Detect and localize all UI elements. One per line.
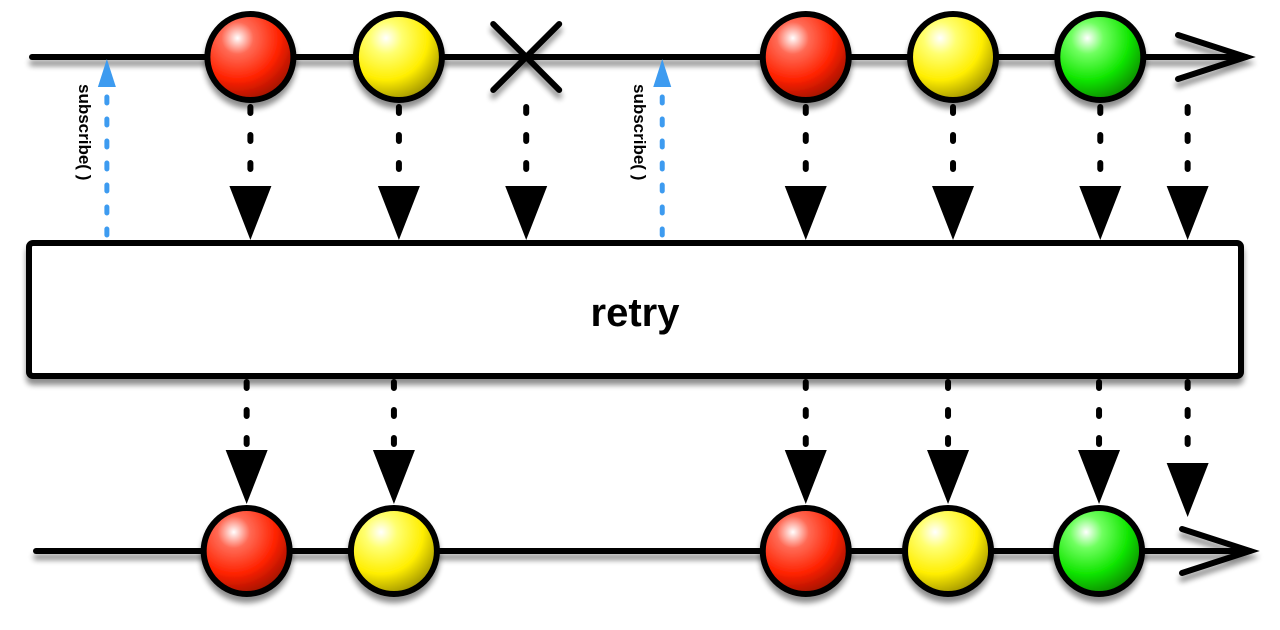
source-marble-red (759, 11, 852, 103)
source-marble-yellow (352, 11, 445, 103)
source-connector (1166, 104, 1209, 240)
subscribe-arrow: subscribe( ) (75, 59, 116, 238)
source-marble-green (1054, 11, 1147, 103)
result-connector (372, 379, 415, 504)
source-connector (505, 104, 548, 240)
result-marble-green (1053, 505, 1146, 597)
result-timeline-arrowhead (1179, 526, 1260, 576)
subscribe-label: subscribe( ) (630, 84, 649, 180)
source-events (204, 11, 1191, 103)
operator-box-frame (26, 240, 1244, 379)
source-connector (1079, 104, 1122, 240)
source-connector-arrowhead (1166, 186, 1209, 240)
source-connector (784, 104, 827, 240)
result-connector (225, 379, 268, 504)
result-connector (927, 379, 970, 504)
subscribe-label: subscribe( ) (75, 84, 94, 180)
result-connector-arrowhead (1078, 450, 1121, 504)
result-marble-red (759, 505, 852, 597)
operator-box (26, 240, 1244, 379)
result-connector-arrowhead (1166, 463, 1209, 517)
source-connector-arrowhead (932, 186, 975, 240)
result-connector (1078, 379, 1121, 504)
operator-label: retry (591, 291, 681, 335)
source-timeline-arrowhead (1175, 32, 1256, 82)
subscriptions: subscribe( ) subscribe( ) (75, 59, 672, 238)
result-events (200, 505, 1191, 597)
result-marble-yellow (902, 505, 995, 597)
source-connector-arrowhead (1079, 186, 1122, 240)
subscribe-arrowhead (653, 59, 672, 87)
subscribe-arrow: subscribe( ) (630, 59, 672, 238)
result-connector-arrowhead (784, 450, 827, 504)
result-connector-arrowhead (372, 450, 415, 504)
source-connectors (229, 104, 1209, 240)
source-connector (932, 104, 975, 240)
result-connector (1166, 379, 1209, 517)
source-marble-red (204, 11, 297, 103)
source-connector-arrowhead (505, 186, 548, 240)
result-connectors (225, 379, 1209, 517)
result-marble-yellow (347, 505, 440, 597)
source-connector-arrowhead (229, 186, 272, 240)
source-connector (377, 104, 420, 240)
source-marble-yellow (907, 11, 1000, 103)
result-connector-arrowhead (225, 450, 268, 504)
result-connector-arrowhead (927, 450, 970, 504)
result-connector (784, 379, 827, 504)
source-connector-arrowhead (377, 186, 420, 240)
source-connector-arrowhead (784, 186, 827, 240)
subscribe-arrowhead (97, 59, 116, 87)
result-marble-red (200, 505, 293, 597)
source-error-x-icon (490, 21, 563, 93)
source-connector (229, 104, 272, 240)
